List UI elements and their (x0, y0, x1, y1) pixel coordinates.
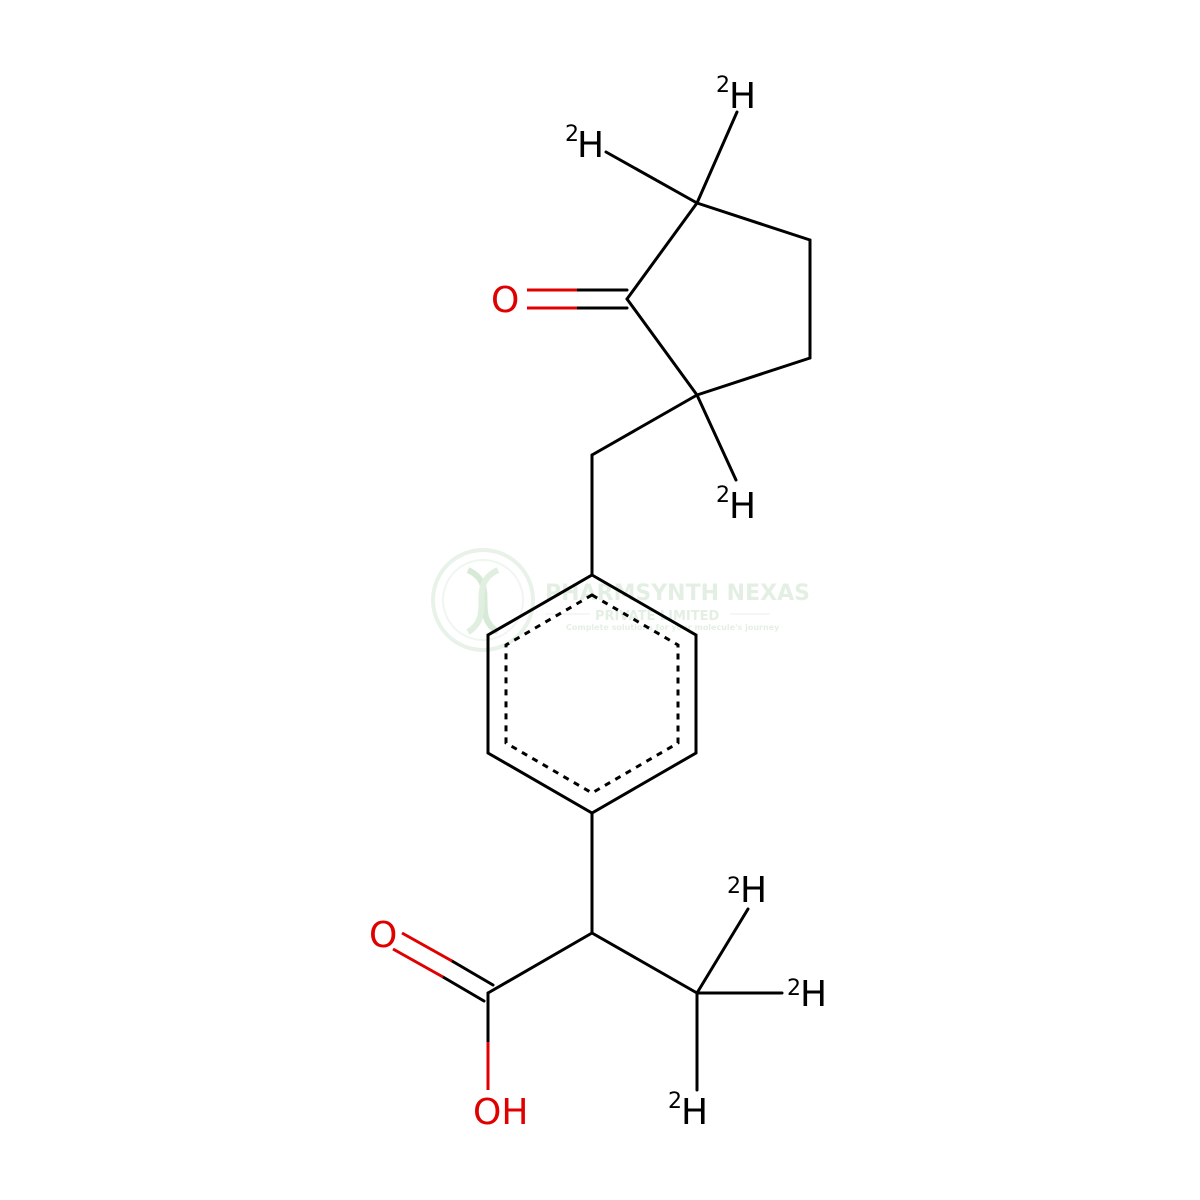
bond-c3-d-left (604, 150, 699, 205)
deuterium-label-methyl-top: 2 H (727, 870, 767, 911)
svg-text:H: H (577, 125, 604, 166)
acid-carbonyl-oxygen-label: O (369, 915, 397, 956)
deuterium-label-left: 2 H (565, 122, 604, 166)
ketone-double-bond (527, 288, 629, 310)
bond-c1-d (695, 393, 738, 482)
svg-text:2: 2 (565, 122, 579, 147)
carboxyl-double-bond (392, 931, 495, 1003)
bond-c3-d-top (695, 110, 739, 205)
deuterium-label-ring-c1: 2 H (716, 483, 756, 527)
bond-ring-c5-c1 (695, 356, 812, 397)
svg-text:2: 2 (716, 73, 730, 98)
watermark-logo-icon (431, 548, 535, 652)
svg-text:2: 2 (716, 483, 730, 508)
svg-text:2: 2 (727, 874, 741, 899)
cyclopentanone-ring (625, 201, 812, 397)
deuterium-label-top: 2 H (716, 73, 756, 117)
bond-ring-c3-c4 (695, 201, 812, 242)
bond-ring-c2-c3 (625, 201, 699, 301)
bond-calpha-cmethyl (590, 931, 699, 995)
svg-text:2: 2 (787, 976, 801, 1001)
svg-text:H: H (729, 76, 756, 117)
watermark: PHARMSYNTH NEXAS PRIVATE LIMITED Complet… (431, 548, 810, 652)
svg-text:H: H (729, 486, 756, 527)
acid-hydroxyl-label: OH (473, 1092, 528, 1133)
watermark-company: PHARMSYNTH NEXAS (545, 581, 810, 606)
deuterium-label-methyl-right: 2 H (787, 974, 827, 1015)
bond-c1-ch2 (590, 393, 699, 457)
watermark-company-sub: PRIVATE LIMITED (595, 609, 720, 624)
bond-cmethyl-d-top (695, 907, 750, 995)
svg-text:H: H (740, 870, 767, 911)
deuterium-label-methyl-bottom: 2 H (668, 1089, 708, 1133)
bond-calpha-ccooh (486, 931, 594, 995)
bond-ring-c1-c2 (625, 297, 699, 397)
svg-text:H: H (681, 1092, 708, 1133)
watermark-tagline: Complete solutions for your molecule's j… (566, 623, 780, 632)
svg-text:2: 2 (668, 1089, 682, 1114)
ketone-oxygen-label: O (491, 280, 519, 321)
svg-text:H: H (800, 974, 827, 1015)
